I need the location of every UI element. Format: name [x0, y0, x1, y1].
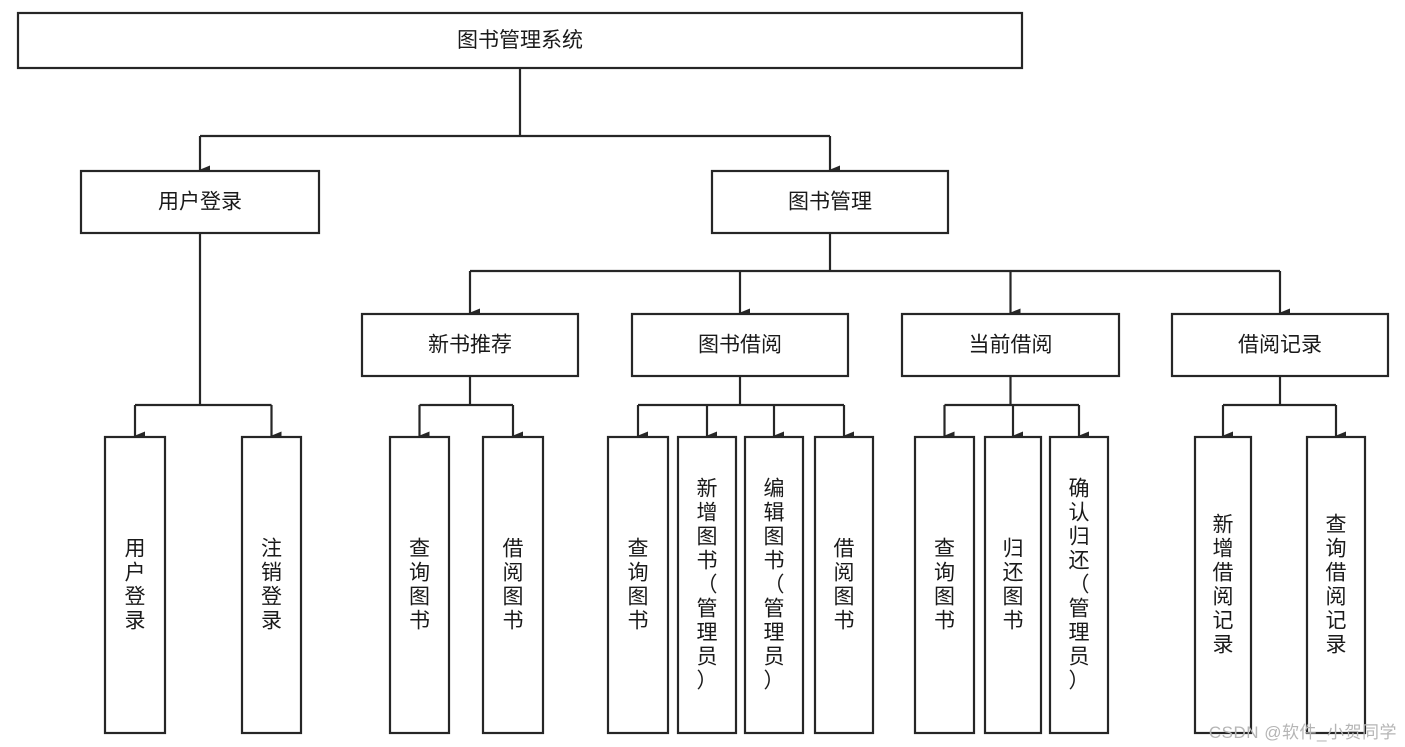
node-label-leaf-user-login: 用户登录 [125, 538, 146, 633]
node-boxes: 图书管理系统用户登录图书管理新书推荐图书借阅当前借阅借阅记录用户登录注销登录查询… [16, 11, 1390, 735]
node-box-leaf-edit-book[interactable] [743, 435, 805, 735]
node-leaf-add-book[interactable]: 新增图书（管理员） [676, 435, 738, 735]
node-box-borrow-record[interactable] [1170, 312, 1390, 378]
node-leaf-logout[interactable]: 注销登录 [240, 435, 303, 735]
node-user-login[interactable]: 用户登录 [79, 169, 321, 235]
node-box-leaf-confirm-return[interactable] [1048, 435, 1110, 735]
node-box-current-borrow[interactable] [900, 312, 1121, 378]
node-box-new-book-rec[interactable] [360, 312, 580, 378]
node-leaf-borrow-book-1[interactable]: 借阅图书 [481, 435, 545, 735]
node-label-current-borrow: 当前借阅 [969, 334, 1053, 357]
node-label-leaf-borrow-book-1: 借阅图书 [503, 538, 524, 633]
node-root[interactable]: 图书管理系统 [16, 11, 1024, 70]
node-leaf-return-book[interactable]: 归还图书 [983, 435, 1043, 735]
node-box-book-manage[interactable] [710, 169, 950, 235]
node-book-borrow[interactable]: 图书借阅 [630, 312, 850, 378]
node-label-root: 图书管理系统 [457, 29, 583, 52]
node-label-book-manage: 图书管理 [788, 191, 872, 214]
node-borrow-record[interactable]: 借阅记录 [1170, 312, 1390, 378]
node-label-leaf-return-book: 归还图书 [1003, 538, 1024, 633]
node-label-leaf-add-record: 新增借阅记录 [1213, 514, 1234, 657]
node-new-book-rec[interactable]: 新书推荐 [360, 312, 580, 378]
node-box-user-login[interactable] [79, 169, 321, 235]
node-leaf-query-book-2[interactable]: 查询图书 [606, 435, 670, 735]
node-box-leaf-query-book-2[interactable] [606, 435, 670, 735]
node-label-leaf-query-book-1: 查询图书 [409, 538, 430, 633]
node-label-leaf-query-book-2: 查询图书 [628, 538, 649, 633]
node-leaf-user-login[interactable]: 用户登录 [103, 435, 167, 735]
node-label-leaf-logout: 注销登录 [261, 538, 282, 633]
node-label-borrow-record: 借阅记录 [1238, 334, 1322, 357]
node-label-leaf-edit-book: 编辑图书（管理员） [764, 478, 785, 693]
node-box-leaf-borrow-book-1[interactable] [481, 435, 545, 735]
node-leaf-confirm-return[interactable]: 确认归还（管理员） [1048, 435, 1110, 735]
node-label-new-book-rec: 新书推荐 [428, 334, 512, 357]
node-current-borrow[interactable]: 当前借阅 [900, 312, 1121, 378]
node-leaf-query-record[interactable]: 查询借阅记录 [1305, 435, 1367, 735]
node-box-leaf-query-record[interactable] [1305, 435, 1367, 735]
node-book-manage[interactable]: 图书管理 [710, 169, 950, 235]
node-label-leaf-confirm-return: 确认归还（管理员） [1069, 478, 1090, 693]
node-label-user-login: 用户登录 [158, 191, 242, 214]
node-leaf-query-book-3[interactable]: 查询图书 [913, 435, 976, 735]
node-box-leaf-query-book-3[interactable] [913, 435, 976, 735]
node-box-leaf-logout[interactable] [240, 435, 303, 735]
node-leaf-edit-book[interactable]: 编辑图书（管理员） [743, 435, 805, 735]
connector-lines [133, 68, 1346, 441]
node-label-leaf-query-record: 查询借阅记录 [1326, 514, 1347, 657]
node-box-leaf-borrow-book-2[interactable] [813, 435, 875, 735]
node-box-book-borrow[interactable] [630, 312, 850, 378]
node-box-leaf-add-record[interactable] [1193, 435, 1253, 735]
node-leaf-query-book-1[interactable]: 查询图书 [388, 435, 451, 735]
node-label-book-borrow: 图书借阅 [698, 334, 782, 357]
node-leaf-borrow-book-2[interactable]: 借阅图书 [813, 435, 875, 735]
node-label-leaf-add-book: 新增图书（管理员） [697, 478, 718, 693]
node-label-leaf-query-book-3: 查询图书 [934, 538, 955, 633]
node-box-root[interactable] [16, 11, 1024, 70]
node-leaf-add-record[interactable]: 新增借阅记录 [1193, 435, 1253, 735]
node-box-leaf-add-book[interactable] [676, 435, 738, 735]
node-label-leaf-borrow-book-2: 借阅图书 [834, 538, 855, 633]
node-box-leaf-query-book-1[interactable] [388, 435, 451, 735]
node-box-leaf-user-login[interactable] [103, 435, 167, 735]
node-box-leaf-return-book[interactable] [983, 435, 1043, 735]
